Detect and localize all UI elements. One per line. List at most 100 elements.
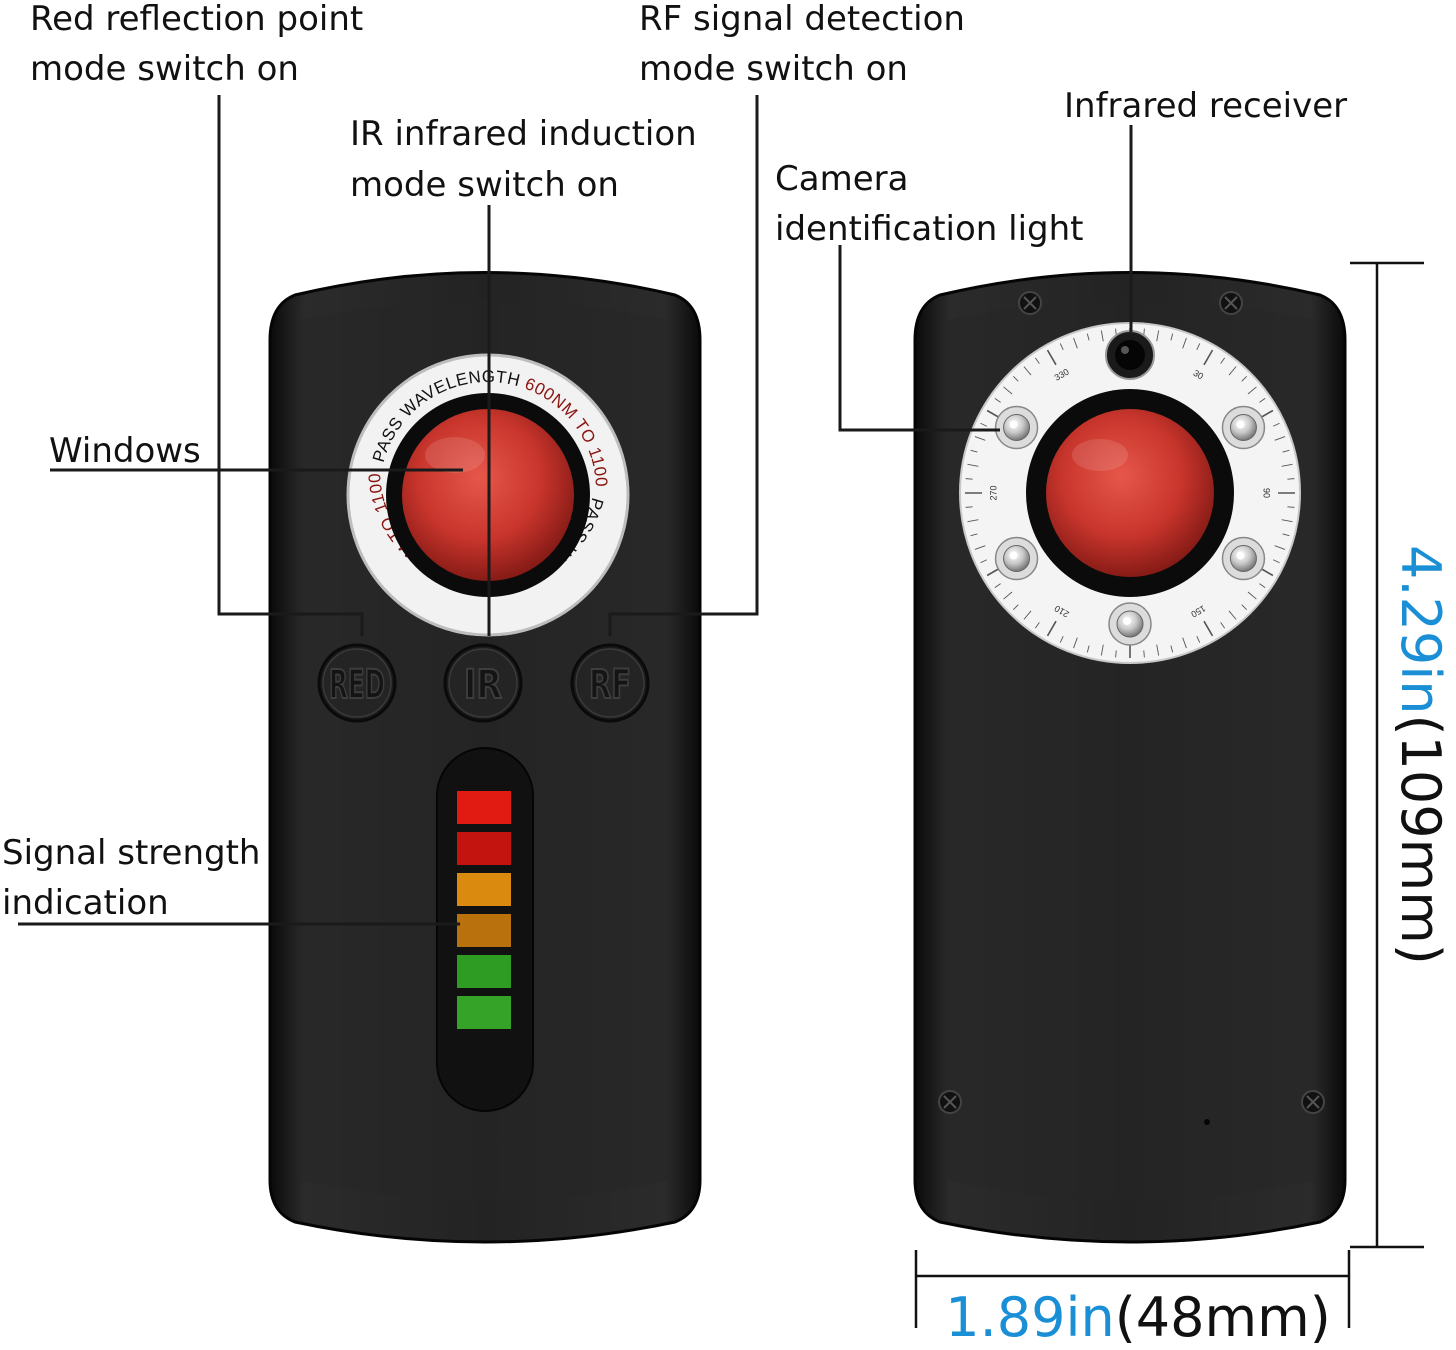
dial-tick (1203, 349, 1214, 366)
dial-tick (1170, 333, 1174, 341)
back-lens (1046, 409, 1214, 577)
height-dimension: 4.29in(109mm) (1389, 545, 1452, 965)
screw-top-right (1219, 291, 1243, 315)
dial-tick (980, 559, 987, 564)
dial-tick (1273, 422, 1280, 427)
width-dimension: 1.89in(48mm) (945, 1286, 1331, 1349)
dial-tick (1196, 343, 1201, 350)
signal-strength-label: Signal strength indication (2, 833, 271, 923)
height-mm: (109mm) (1389, 714, 1452, 964)
dial-tick (1281, 463, 1293, 467)
dial-tick (1086, 645, 1090, 653)
red-mode-button[interactable]: RED (317, 643, 397, 723)
dial-tick (1143, 650, 1145, 658)
dial-tick (1274, 545, 1286, 550)
dial-tick (1046, 620, 1057, 637)
dial-tick (1023, 366, 1032, 376)
dial-tick (1013, 604, 1019, 610)
windows-label: Windows (49, 431, 201, 471)
microphone-hole (1204, 1119, 1210, 1125)
dial-label-270: 270 (988, 485, 998, 500)
dial-tick (1259, 397, 1266, 403)
signal-bar-6 (457, 996, 511, 1029)
signal-bar-4 (457, 914, 511, 947)
dial-tick (1281, 519, 1293, 523)
dial-tick (994, 583, 1001, 589)
rf-mode-label: RF signal detection mode switch on (639, 0, 976, 89)
signal-bars (457, 791, 511, 1029)
dial-tick (1034, 622, 1040, 629)
signal-bar-5 (457, 955, 511, 988)
camera-led-3 (1108, 602, 1152, 646)
screw-top-left (1018, 291, 1042, 315)
dial-tick (1220, 357, 1226, 364)
height-in: 4.29in (1389, 545, 1452, 714)
dial-tick (980, 422, 987, 427)
dial-tick (1013, 376, 1019, 382)
dial-tick (1115, 650, 1117, 658)
dial-tick (1046, 349, 1057, 366)
ir-button-label: IR (464, 662, 502, 708)
dial-tick (1034, 357, 1040, 364)
dial-tick (1287, 506, 1295, 508)
dial-tick (970, 533, 978, 537)
ir-mode-label: IR infrared induction mode switch on (350, 114, 708, 205)
dial-tick (967, 463, 979, 467)
dial-tick (970, 449, 978, 453)
signal-bar-1 (457, 791, 511, 824)
dial-tick (1247, 591, 1257, 600)
dial-tick (1170, 645, 1174, 653)
dial-tick (1086, 333, 1090, 341)
dial-tick (1274, 436, 1286, 441)
dial-tick (1241, 604, 1247, 610)
camera-led-5 (994, 405, 1039, 450)
rf-mode-leader (608, 95, 759, 636)
dial-tick (1100, 330, 1104, 342)
dial-tick (1196, 636, 1201, 643)
dial-tick (1182, 337, 1187, 349)
red-mode-label: Red reflection point mode switch on (30, 0, 374, 89)
camera-identification-leds (994, 405, 1266, 646)
dial-tick (965, 506, 973, 508)
dial-tick (1073, 337, 1078, 349)
rf-mode-button[interactable]: RF (570, 643, 650, 723)
dial-tick (1023, 610, 1032, 620)
dial-label-90: 90 (1262, 488, 1272, 498)
camera-led-1 (1221, 405, 1266, 450)
dial-tick (1100, 644, 1104, 656)
dial-label-30: 30 (1191, 368, 1205, 382)
signal-bar-3 (457, 873, 511, 906)
camera-led-4 (994, 536, 1039, 581)
dial-tick (1247, 386, 1257, 395)
red-button-label: RED (329, 662, 385, 708)
screw-bottom-right (1301, 1090, 1325, 1114)
dial-tick (1241, 376, 1247, 382)
dial-tick (1282, 533, 1290, 537)
dial-tick (1287, 478, 1295, 480)
dial-tick (1259, 583, 1266, 589)
dial-tick (1156, 330, 1160, 342)
dimension-lines (914, 261, 1424, 1328)
dial-tick (1228, 610, 1237, 620)
red-mode-leader (217, 95, 364, 636)
dial-tick (967, 519, 979, 523)
width-mm: (48mm) (1115, 1286, 1331, 1349)
dial-tick (1182, 637, 1187, 649)
dial-tick (965, 478, 973, 480)
signal-bar-2 (457, 832, 511, 865)
infrared-receiver (1105, 330, 1155, 380)
dial-tick (1282, 449, 1290, 453)
camera-light-leader (838, 245, 1000, 432)
screw-bottom-left (938, 1090, 962, 1114)
dial-tick (1073, 637, 1078, 649)
dial-tick (1228, 366, 1237, 376)
camera-led-2 (1221, 536, 1266, 581)
rf-button-label: RF (589, 662, 631, 708)
ir-mode-button[interactable]: IR (443, 643, 523, 723)
dial-tick (1059, 343, 1064, 350)
infrared-receiver-label: Infrared receiver (1064, 86, 1347, 126)
dial-tick (1003, 386, 1013, 395)
dial-tick (1003, 591, 1013, 600)
